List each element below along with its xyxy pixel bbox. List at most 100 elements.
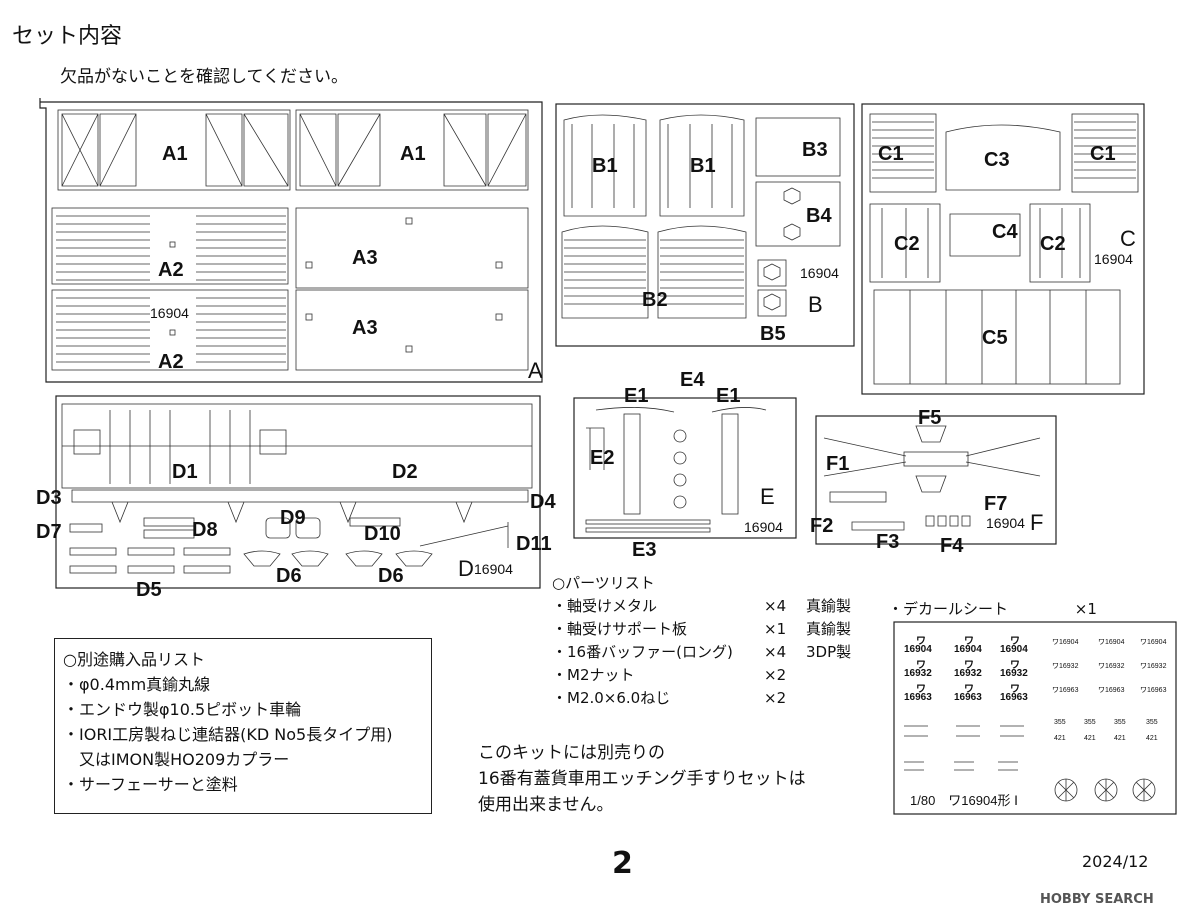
sheet-f: F5 F1 F2 F3 F4 F7 16904 F	[810, 407, 1057, 557]
svg-text:ワ16904: ワ16904	[1140, 638, 1167, 646]
label-b1: B1	[592, 155, 618, 177]
label-d1: D1	[172, 461, 198, 483]
label-f5: F5	[918, 407, 941, 429]
svg-text:ワ16932: ワ16932	[1052, 662, 1079, 670]
label-d6-b: D6	[378, 565, 404, 587]
sheet-b-tag: B	[808, 292, 823, 317]
svg-text:355: 355	[1146, 719, 1158, 726]
label-c4: C4	[992, 221, 1018, 243]
label-a1: A1	[162, 143, 188, 165]
label-b4: B4	[806, 205, 832, 227]
svg-text:ワ: ワ	[964, 683, 974, 695]
label-d8: D8	[192, 519, 218, 541]
parts-list-item: ・M2.0×6.0ねじ ×2	[552, 689, 787, 707]
label-e1-b: E1	[716, 385, 740, 407]
decal-caption: 1/80 ワ16904形 Ⅰ	[910, 793, 1018, 808]
separate-purchase-box: ○別途購入品リスト ・φ0.4mm真鍮丸線 ・エンドウ製φ10.5ピボット車輪 …	[54, 638, 432, 814]
svg-text:16904: 16904	[954, 644, 982, 655]
parts-list-item: ・軸受けメタル ×4 真鍮製	[552, 597, 852, 615]
sheet-b: B1 B1 B2 B3 B4 B5 16904 B	[555, 103, 855, 347]
svg-text:16963: 16963	[904, 692, 932, 703]
page-title: セット内容	[12, 24, 123, 49]
svg-text:ワ: ワ	[1010, 635, 1020, 647]
svg-text:421: 421	[1114, 735, 1126, 742]
separate-purchase-item: ・エンドウ製φ10.5ピボット車輪	[63, 700, 302, 719]
svg-text:ワ: ワ	[916, 659, 926, 671]
svg-text:355: 355	[1084, 719, 1096, 726]
sheet-c-number: 16904	[1094, 251, 1133, 267]
svg-text:ワ16932: ワ16932	[1140, 662, 1167, 670]
svg-text:ワ16932: ワ16932	[1098, 662, 1125, 670]
separate-purchase-item: 又はIMON製HO209カプラー	[63, 750, 290, 769]
svg-text:ワ16963: ワ16963	[1052, 686, 1079, 694]
label-f2: F2	[810, 515, 833, 537]
label-a2-b: A2	[158, 351, 184, 373]
label-a2: A2	[158, 259, 184, 281]
label-b2: B2	[642, 289, 668, 311]
label-e2: E2	[590, 447, 614, 469]
label-b1-b: B1	[690, 155, 716, 177]
parts-list: ○パーツリスト ・軸受けメタル ×4 真鍮製 ・軸受けサポート板 ×1 真鍮製 …	[552, 572, 851, 710]
sheet-b-number: 16904	[800, 265, 839, 281]
label-a3-b: A3	[352, 317, 378, 339]
sheet-c: C1 C1 C3 C2 C2 C4 C5 16904 C	[861, 103, 1145, 395]
label-f4: F4	[940, 535, 964, 557]
svg-text:421: 421	[1054, 735, 1066, 742]
label-d5: D5	[136, 579, 162, 601]
label-c5: C5	[982, 327, 1008, 349]
separate-purchase-item: ・IORI工房製ねじ連結器(KD No5長タイプ用)	[63, 725, 393, 744]
parts-list-heading: ○パーツリスト	[552, 574, 655, 592]
label-e4: E4	[680, 369, 705, 391]
page-subtitle: 欠品がないことを確認してください。	[60, 67, 348, 87]
sheet-e: E1 E1 E2 E3 E4 E 16904	[573, 369, 797, 561]
label-c2: C2	[894, 233, 920, 255]
compatibility-note: このキットには別売りの 16番有蓋貨車用エッチング手すりセットは 使用出来ません…	[478, 743, 806, 815]
label-b5: B5	[760, 323, 786, 345]
label-e1: E1	[624, 385, 648, 407]
svg-text:16932: 16932	[1000, 668, 1028, 679]
svg-text:16963: 16963	[1000, 692, 1028, 703]
svg-text:355: 355	[1114, 719, 1126, 726]
watermark: HOBBY SEARCH	[1040, 892, 1154, 907]
date: 2024/12	[1082, 852, 1149, 871]
label-c3: C3	[984, 149, 1010, 171]
label-f7: F7	[984, 493, 1007, 515]
sheet-e-tag: E	[760, 484, 775, 509]
label-a3: A3	[352, 247, 378, 269]
sheet-d-number: 16904	[474, 561, 513, 577]
svg-text:ワ16963: ワ16963	[1098, 686, 1125, 694]
label-d9: D9	[280, 507, 306, 529]
label-b3: B3	[802, 139, 828, 161]
svg-text:ワ: ワ	[1010, 659, 1020, 671]
svg-text:ワ: ワ	[1010, 683, 1020, 695]
label-d3: D3	[36, 487, 62, 509]
sheet-f-number: 16904	[986, 515, 1025, 531]
parts-list-item: ・軸受けサポート板 ×1 真鍮製	[552, 620, 852, 638]
sheet-f-tag: F	[1030, 510, 1043, 535]
sheet-a-number: 16904	[150, 305, 189, 321]
label-d11: D11	[516, 533, 552, 555]
label-a1-b: A1	[400, 143, 426, 165]
sheet-a: A1 A1 A2 A2 A3 A3 16904 A	[39, 98, 543, 383]
label-d7: D7	[36, 521, 62, 543]
svg-text:16963: 16963	[954, 692, 982, 703]
sheet-d: D1 D2 D3 D4 D5 D6 D6 D7 D8 D9 D10 D11 D …	[36, 395, 556, 601]
separate-purchase-item: ・φ0.4mm真鍮丸線	[63, 675, 211, 694]
parts-list-item: ・M2ナット ×2	[552, 666, 787, 684]
svg-text:421: 421	[1146, 735, 1158, 742]
svg-text:421: 421	[1084, 735, 1096, 742]
label-c2-b: C2	[1040, 233, 1066, 255]
separate-purchase-item: ・サーフェーサーと塗料	[63, 775, 238, 794]
svg-text:ワ16904: ワ16904	[1098, 638, 1125, 646]
label-c1-b: C1	[1090, 143, 1116, 165]
svg-text:355: 355	[1054, 719, 1066, 726]
page-number: 2	[612, 846, 633, 881]
label-d10: D10	[364, 523, 401, 545]
parts-list-item: ・16番バッファー(ロング) ×4 3DP製	[552, 643, 852, 661]
svg-text:16932: 16932	[904, 668, 932, 679]
label-d4: D4	[530, 491, 556, 513]
sheet-d-tag: D	[458, 556, 474, 581]
label-f1: F1	[826, 453, 849, 475]
